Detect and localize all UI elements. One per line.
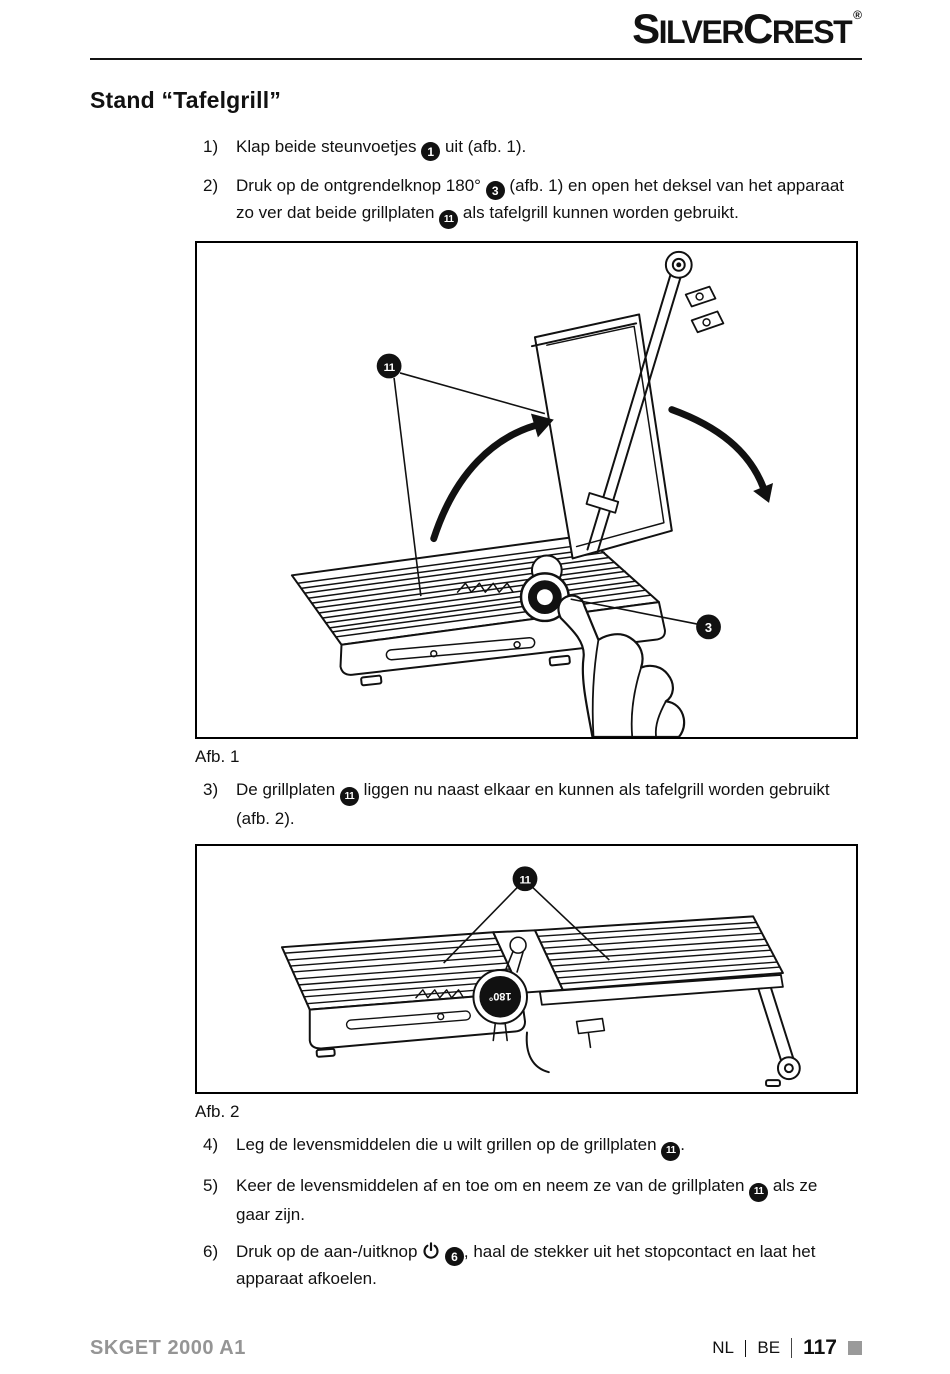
- rotation-arrow-plate: [430, 413, 554, 543]
- steps-bottom: 4) Leg de levensmiddelen die u wilt grill…: [203, 1132, 862, 1292]
- registered-mark: ®: [853, 8, 862, 22]
- logo-letters: REST: [771, 14, 853, 50]
- step-number: 2): [203, 176, 219, 195]
- step-text: Klap beide steunvoetjes 1 uit (afb. 1).: [236, 134, 850, 161]
- power-icon: [422, 1242, 440, 1260]
- instruction-step: 5) Keer de levensmiddelen af en toe om en…: [203, 1173, 862, 1228]
- instruction-step: 2) Druk op de ontgrendelknop 180° 3 (afb.…: [203, 173, 862, 229]
- step-number: 3): [203, 780, 219, 799]
- step-text: Leg de levensmiddelen die u wilt grillen…: [236, 1132, 850, 1161]
- header-rule: [90, 58, 862, 60]
- footer: SKGET 2000 A1 NL BE 117: [90, 1336, 862, 1360]
- footer-right: NL BE 117: [712, 1336, 862, 1360]
- part-ref-badge: 6: [444, 1247, 464, 1266]
- steps-mid: 3) De grillplaten 11 liggen nu naast elka…: [203, 777, 862, 832]
- figure-1: 11 3: [195, 241, 858, 739]
- header: SILVERCREST®: [90, 0, 862, 52]
- part-ref-badge: 11: [661, 1141, 681, 1161]
- grill-ribs: [297, 542, 652, 638]
- button-ref-badge: [696, 614, 721, 640]
- model-number: SKGET 2000 A1: [90, 1336, 246, 1359]
- figure-1-caption: Afb. 1: [195, 747, 240, 766]
- step-text: Druk op de aan-/uitknop 6, haal de stekk…: [236, 1242, 816, 1288]
- logo-letters: ILVER: [658, 14, 745, 50]
- region-be: BE: [757, 1338, 781, 1357]
- step-text: Druk op de ontgrendelknop 180° 3 (afb. 1…: [236, 173, 850, 229]
- plates-ref-label: 11: [384, 362, 396, 374]
- step-number: 5): [203, 1175, 219, 1195]
- page-title: Stand “Tafelgrill”: [90, 87, 282, 113]
- figure-1-illustration: 11 3: [290, 250, 774, 737]
- instruction-step: 6) Druk op de aan-/uitknop 6, haal de ste…: [203, 1239, 862, 1292]
- plates-ref-badge: [376, 353, 402, 379]
- logo-letter: C: [742, 5, 773, 52]
- instruction-step: 4) Leg de levensmiddelen die u wilt grill…: [203, 1132, 862, 1161]
- footer-square-icon: [848, 1341, 862, 1355]
- silvercrest-logo: SILVERCREST®: [632, 8, 862, 50]
- grill-ribs-right: [537, 921, 781, 985]
- part-ref-badge: 1: [421, 142, 441, 161]
- step-number: 1): [203, 137, 219, 156]
- step-text: Keer de levensmiddelen af en toe om en n…: [236, 1175, 818, 1224]
- logo-letter: S: [632, 5, 660, 52]
- part-ref-badge: 11: [749, 1182, 769, 1202]
- leader-lines: [443, 886, 610, 964]
- part-ref-badge: 3: [485, 181, 505, 200]
- step-number: 6): [203, 1242, 219, 1261]
- button-ref-label: 3: [705, 620, 712, 635]
- footer-divider: [791, 1338, 793, 1358]
- figure-2-caption: Afb. 2: [195, 1101, 240, 1121]
- footer-divider: [744, 1339, 747, 1357]
- part-ref-badge: 11: [439, 210, 459, 229]
- rotation-arrow-handle: [668, 406, 774, 503]
- region-nl: NL: [712, 1338, 734, 1357]
- instruction-step: 3) De grillplaten 11 liggen nu naast elka…: [203, 777, 862, 832]
- figure-2: 180° 11: [195, 843, 858, 1094]
- figure-2-illustration: 180° 11: [280, 865, 801, 1087]
- instruction-step: 1) Klap beide steunvoetjes 1 uit (afb. 1)…: [203, 134, 862, 161]
- leader-lines: [393, 372, 697, 625]
- plates-ref-badge: [512, 865, 538, 891]
- part-ref-badge: 11: [339, 787, 359, 806]
- step-number: 4): [203, 1134, 219, 1154]
- knob-180-label: 180°: [489, 989, 512, 1001]
- steps-top: 1) Klap beide steunvoetjes 1 uit (afb. 1)…: [203, 134, 862, 229]
- plates-ref-label: 11: [519, 874, 531, 886]
- step-text: De grillplaten 11 liggen nu naast elkaar…: [236, 780, 830, 828]
- page-number: 117: [803, 1336, 837, 1359]
